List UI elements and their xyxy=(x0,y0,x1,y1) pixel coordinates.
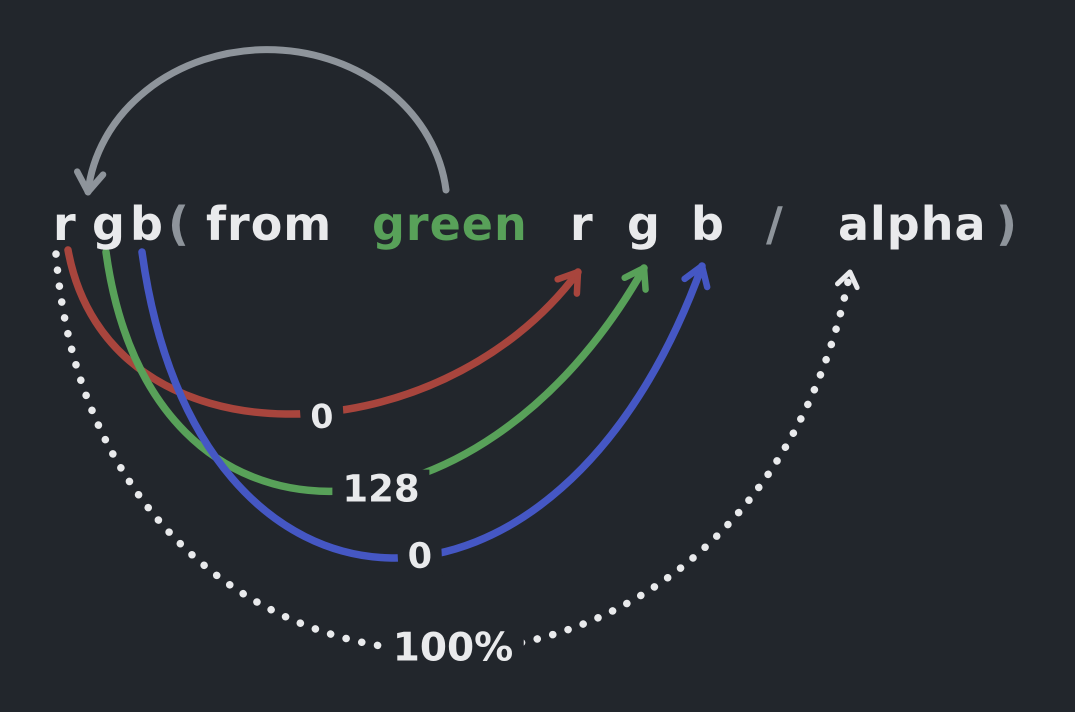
blue-channel-arrow xyxy=(138,248,711,562)
alpha-value-label: 100% xyxy=(382,627,524,671)
token-open-paren: ( xyxy=(168,197,191,251)
token-close-paren: ) xyxy=(996,197,1019,251)
origin-color-loop-arrow xyxy=(74,46,450,196)
token-r-function: r xyxy=(53,197,77,251)
red-channel-arrow xyxy=(64,246,582,418)
token-g-function: g xyxy=(92,197,126,251)
token-b-channel: b xyxy=(691,197,725,251)
alpha-channel-arrow xyxy=(52,250,860,655)
green-value-label: 128 xyxy=(332,469,430,511)
token-g-channel: g xyxy=(627,197,661,251)
blue-value-label: 0 xyxy=(396,536,444,578)
red-value-label: 0 xyxy=(299,396,345,437)
green-channel-arrow xyxy=(102,248,649,496)
token-slash: / xyxy=(766,197,784,251)
token-origin-color: green xyxy=(372,197,528,251)
token-alpha-keyword: alpha xyxy=(838,197,987,251)
token-r-channel: r xyxy=(570,197,594,251)
token-from-keyword: from xyxy=(206,197,333,251)
token-b-function: b xyxy=(130,197,164,251)
